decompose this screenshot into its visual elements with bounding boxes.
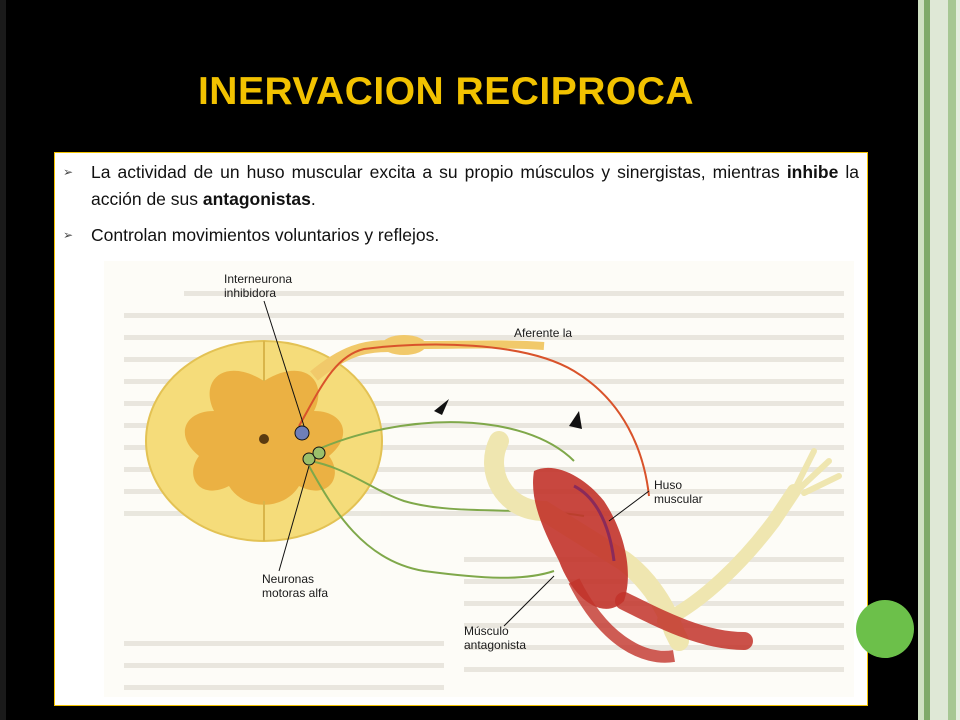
leader-line: [608, 490, 650, 522]
bullet-text-1: La actividad de un huso muscular excita …: [91, 162, 860, 209]
leader-line: [263, 300, 305, 427]
muscles: [533, 467, 753, 663]
content-box: ➢ La actividad de un huso muscular excit…: [54, 152, 868, 706]
bullet-item-2: ➢ Controlan movimientos voluntarios y re…: [63, 222, 859, 249]
label-interneurona: Interneurona: [224, 272, 292, 286]
label-motoras-alfa: motoras alfa: [262, 586, 328, 600]
afferent-nerve: [298, 343, 650, 497]
background-text-lines: [124, 291, 844, 690]
arrow-icon: [434, 399, 449, 415]
label-inhibidora: inhibidora: [224, 286, 276, 300]
label-musculo: Músculo: [464, 624, 509, 638]
bullet-text-2: Controlan movimientos voluntarios y refl…: [91, 225, 440, 245]
bullet-item-1: ➢ La actividad de un huso muscular excit…: [63, 159, 860, 213]
slide-title: INERVACION RECIPROCA: [197, 70, 695, 113]
label-huso: Huso: [654, 478, 682, 492]
accent-dot: [856, 600, 914, 658]
arrow-bullet-icon: ➢: [63, 165, 74, 179]
motor-nerve-antagonist: [308, 465, 555, 579]
arrow-bullet-icon: ➢: [63, 228, 74, 242]
motor-nerve-return: [313, 421, 575, 462]
slide: INERVACION RECIPROCA ➢ La actividad de u…: [0, 0, 918, 720]
reciprocal-innervation-illustration: Interneurona inhibidora Aferente la Huso…: [104, 261, 854, 697]
label-antagonista: antagonista: [464, 638, 526, 652]
label-muscular: muscular: [654, 492, 703, 506]
illustration-svg: Interneurona inhibidora Aferente la Huso…: [124, 272, 844, 690]
leader-line: [503, 575, 555, 627]
bullet-list: ➢ La actividad de un huso muscular excit…: [55, 153, 867, 249]
spinal-cord: [145, 340, 383, 542]
neuron-cells: [294, 425, 326, 466]
leader-line: [278, 465, 310, 572]
arrow-icon: [569, 411, 582, 429]
label-aferente: Aferente la: [514, 326, 572, 340]
label-neuronas: Neuronas: [262, 572, 314, 586]
